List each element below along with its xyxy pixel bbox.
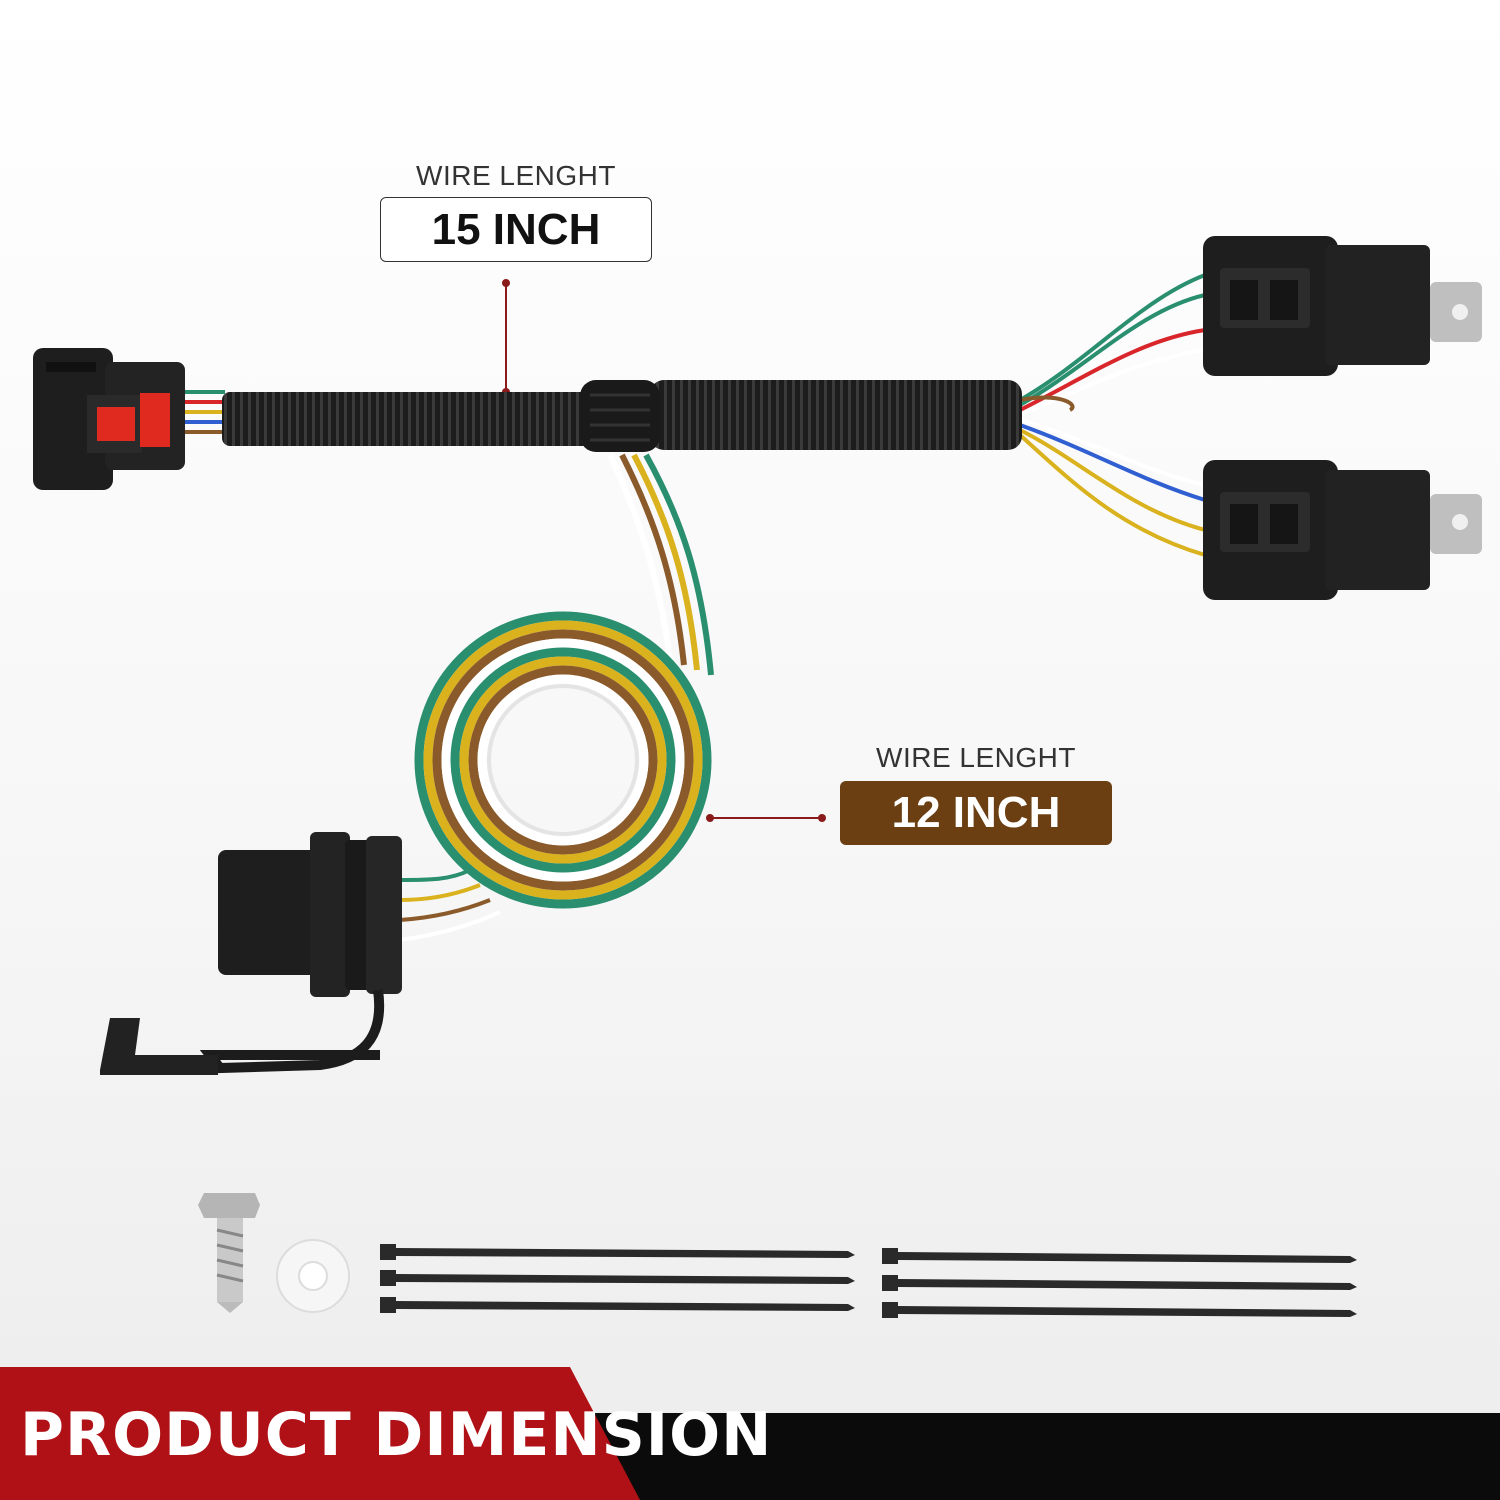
relay-wires-top <box>1019 273 1206 417</box>
connector-left-wires <box>180 390 225 434</box>
plug-4pin <box>100 832 402 1075</box>
connector-left <box>33 348 185 490</box>
cable-ties-right <box>882 1248 1357 1318</box>
relay-top <box>1203 236 1482 376</box>
wire-loom-right <box>650 380 1022 450</box>
cable-ties-left <box>380 1244 855 1313</box>
callout-value-12-inch: 12 INCH <box>840 781 1112 845</box>
footer-title: PRODUCT DIMENSION <box>20 1400 773 1470</box>
callout-caption-12: WIRE LENGHT <box>876 742 1076 773</box>
relay-wires-bottom <box>1018 418 1206 557</box>
leader-line-15 <box>502 279 510 396</box>
screw-icon <box>198 1193 260 1313</box>
callout-value-15-inch: 15 INCH <box>380 197 652 262</box>
washer-icon <box>276 1239 350 1313</box>
coil-to-plug-wires <box>399 868 501 942</box>
loom-junction <box>580 380 660 452</box>
callout-caption-15: WIRE LENGHT <box>416 160 616 191</box>
branch-wires <box>607 453 714 676</box>
wire-coil <box>414 611 712 909</box>
wire-loom <box>222 392 590 446</box>
footer-banner <box>0 1367 1500 1500</box>
relay-bottom <box>1203 460 1482 600</box>
leader-line-12 <box>706 814 826 822</box>
footer-red-tab <box>0 1367 640 1500</box>
